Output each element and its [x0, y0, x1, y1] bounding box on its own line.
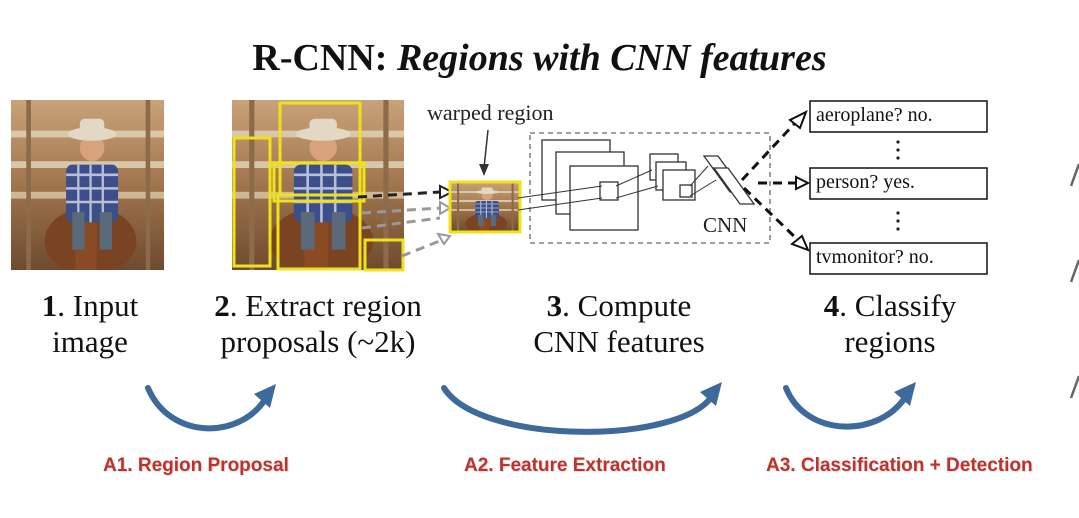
proposal-box	[276, 193, 362, 271]
class-arrow	[740, 120, 798, 182]
step-4: 4. Classify regions	[792, 288, 988, 360]
title-italic: Regions with CNN features	[396, 37, 827, 79]
arrowhead	[479, 164, 489, 176]
warped-region-image	[448, 180, 522, 234]
step-3: 3. Compute CNN features	[508, 288, 730, 360]
phase-arrowhead	[254, 384, 276, 408]
class-box-aeroplane	[809, 100, 988, 133]
phase-arrowhead	[894, 382, 916, 406]
class-arrow	[742, 186, 800, 242]
step-2-line2: proposals (~2k)	[220, 324, 416, 359]
step-3-number: 3	[546, 288, 563, 323]
phase-arrowhead	[700, 382, 722, 406]
warped-pointer-arrow	[483, 129, 489, 169]
arrowhead	[795, 175, 811, 191]
ellipsis-dot	[896, 148, 900, 152]
step-1-number: 1	[41, 288, 58, 323]
cnn-label: CNN	[703, 213, 748, 237]
arrowhead	[436, 232, 452, 246]
cnn-block	[517, 132, 771, 244]
class-label-aeroplane: aeroplane? no.	[816, 104, 933, 126]
phase-arrow-2	[441, 385, 715, 435]
step-3-line2: CNN features	[533, 324, 705, 359]
phase-label-1: A1. Region Proposal	[103, 455, 289, 476]
phase-label-3: A3. Classification + Detection	[766, 455, 1033, 476]
proposal-box	[272, 161, 366, 203]
step-2: 2. Extract region proposals (~2k)	[186, 288, 450, 360]
step-4-number: 4	[823, 288, 840, 323]
phase-arrow-3	[783, 385, 909, 430]
proposal-arrow	[357, 190, 441, 199]
step-2-line1: . Extract region	[229, 288, 422, 323]
title-main: R-CNN:	[252, 37, 397, 79]
ellipsis-dot	[896, 211, 900, 215]
proposal-arrow	[361, 206, 441, 215]
class-label-tvmonitor: tvmonitor? no.	[816, 246, 934, 268]
phase-arrow-1	[145, 385, 269, 432]
step-2-number: 2	[214, 288, 230, 323]
edge-mark	[1069, 375, 1079, 399]
phase-label-2: A2. Feature Extraction	[464, 455, 666, 476]
proposals-image	[232, 100, 405, 272]
class-label-person: person? yes.	[816, 171, 915, 193]
arrowhead	[439, 184, 455, 200]
class-box-tvmonitor	[809, 242, 988, 275]
class-box-person	[809, 167, 988, 200]
ellipsis-dot	[896, 219, 900, 223]
step-3-line1: . Compute	[562, 288, 692, 323]
step-1: 1. Input image	[10, 288, 170, 360]
ellipsis-dot	[896, 156, 900, 160]
arrowhead	[439, 200, 452, 216]
warped-region-label: warped region	[427, 100, 554, 125]
proposal-box	[232, 136, 272, 268]
ellipsis-dot	[896, 140, 900, 144]
edge-mark	[1069, 259, 1079, 283]
step-1-line1: . Input	[57, 288, 139, 323]
step-4-line1: . Classify	[839, 288, 957, 323]
arrowhead	[790, 234, 810, 252]
ellipsis-dot	[896, 227, 900, 231]
proposal-arrow	[401, 238, 443, 258]
edge-mark	[1069, 163, 1079, 187]
diagram-title: R-CNN: Regions with CNN features	[0, 36, 1079, 80]
proposal-arrow	[361, 216, 441, 230]
step-4-line2: regions	[844, 324, 936, 359]
arrowhead	[788, 109, 808, 130]
input-image	[11, 100, 164, 270]
step-1-line2: image	[52, 324, 128, 359]
